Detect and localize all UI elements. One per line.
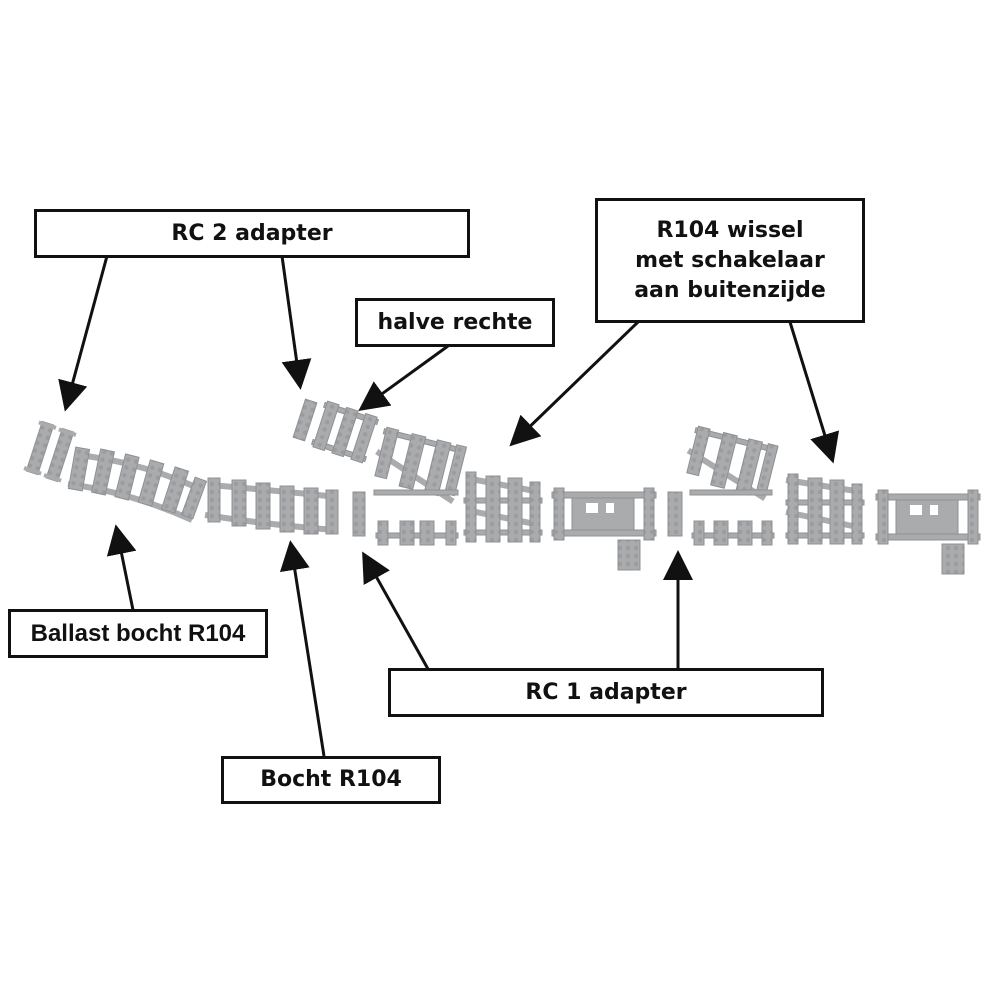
arrow-halve-rechte (358, 344, 449, 412)
label-text-line-3: aan buitenzijde (634, 277, 826, 303)
label-text: Ballast bocht R104 (30, 619, 246, 647)
rc2-adapter-piece-1 (23, 420, 57, 476)
ballast-curve-piece (67, 446, 208, 523)
switch-piece-5 (785, 473, 865, 545)
rc2-adapter-piece-3 (292, 398, 318, 442)
switch-piece-6 (875, 489, 981, 575)
arrow-bocht (279, 540, 326, 757)
label-text: RC 1 adapter (525, 679, 687, 705)
arrow-wissel-left (509, 320, 640, 447)
label-r104-wissel: R104 wissel met schakelaar aan buitenzij… (595, 198, 865, 323)
arrow-rc2-right (280, 255, 312, 390)
switch-piece-2 (463, 471, 543, 543)
arrow-rc1-left (362, 551, 430, 670)
arrow-ballast-bocht (106, 524, 137, 611)
label-halve-rechte: halve rechte (355, 298, 555, 347)
switch-piece-1 (373, 426, 468, 504)
arrow-wissel-right (788, 321, 840, 464)
switch-piece-4 (686, 425, 779, 501)
label-rc1-adapter: RC 1 adapter (388, 668, 824, 717)
switch-piece-3 (551, 487, 657, 571)
label-text: Bocht R104 (260, 767, 402, 792)
label-ballast-bocht: Ballast bocht R104 (8, 609, 268, 658)
label-text-line-1: R104 wissel (656, 217, 804, 243)
arrow-rc2-left (58, 255, 109, 412)
label-rc2-adapter: RC 2 adapter (34, 209, 470, 258)
switch-straight-segment-1 (375, 520, 459, 546)
label-bocht-r104: Bocht R104 (221, 756, 441, 804)
half-straight-piece (310, 400, 380, 464)
switch-straight-segment-2 (691, 520, 775, 546)
label-text-line-2: met schakelaar (635, 247, 825, 273)
label-text: halve rechte (377, 309, 533, 335)
curve-piece (204, 477, 339, 535)
rc1-adapter-piece-1 (352, 491, 366, 537)
label-text: RC 2 adapter (171, 220, 333, 246)
rc2-adapter-piece-2 (43, 427, 77, 483)
rc1-adapter-piece-2 (667, 491, 683, 537)
